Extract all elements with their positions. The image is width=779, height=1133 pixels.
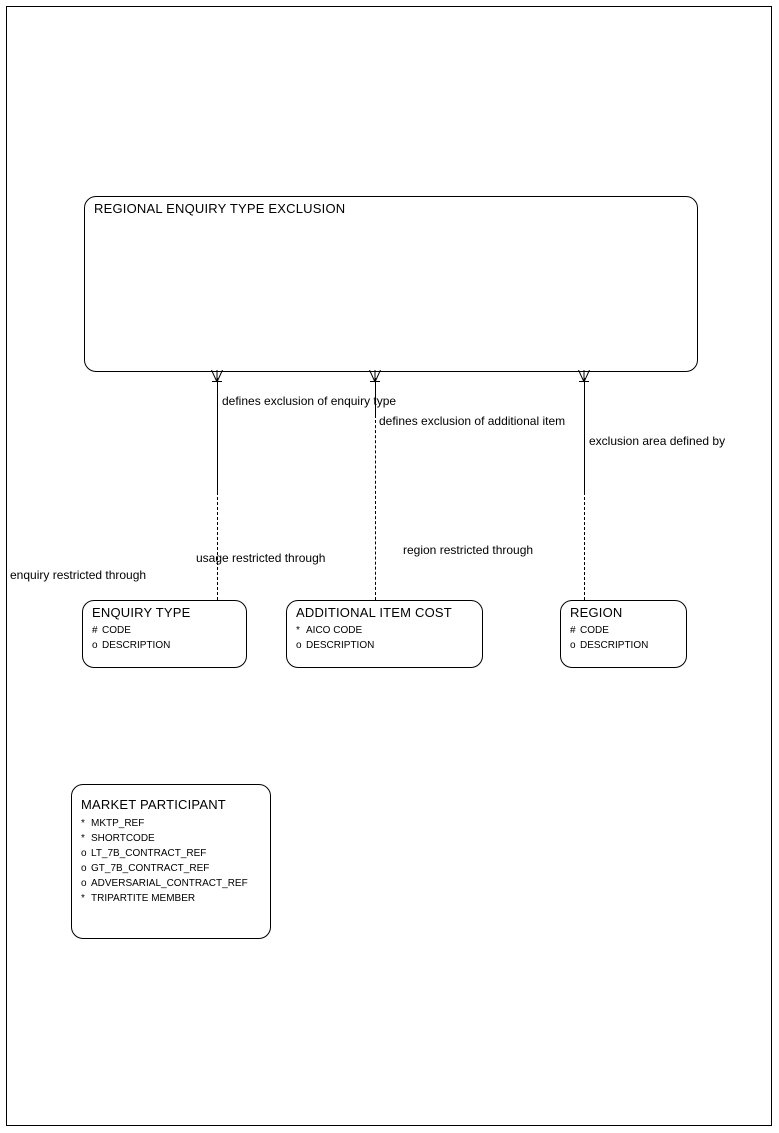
entity-regional-enquiry-type-exclusion[interactable]: REGIONAL ENQUIRY TYPE EXCLUSION [84, 196, 698, 372]
attribute-label: ADVERSARIAL_CONTRACT_REF [91, 878, 248, 889]
attribute-label: GT_7B_CONTRACT_REF [91, 863, 210, 874]
relationship-line-additional-item-dashed [375, 415, 376, 600]
relationship-line-additional-item-solid [375, 378, 376, 415]
attribute-row: o ADVERSARIAL_CONTRACT_REF [81, 876, 248, 891]
attribute-list: # CODE o DESCRIPTION [570, 623, 648, 653]
entity-enquiry-type[interactable]: ENQUIRY TYPE # CODE o DESCRIPTION [82, 600, 247, 668]
entity-title: ADDITIONAL ITEM COST [296, 605, 452, 620]
relationship-line-region-dashed [584, 492, 585, 600]
attribute-row: # CODE [570, 623, 648, 638]
relationship-label-defines-exclusion-of-additional-item: defines exclusion of additional item [379, 414, 566, 428]
attribute-list: * AICO CODE o DESCRIPTION [296, 623, 374, 653]
entity-title: ENQUIRY TYPE [92, 605, 191, 620]
attribute-row: o DESCRIPTION [570, 638, 648, 653]
attribute-row: * MKTP_REF [81, 816, 248, 831]
entity-title: REGION [570, 605, 623, 620]
entity-title: REGIONAL ENQUIRY TYPE EXCLUSION [94, 201, 346, 216]
attribute-symbol: o [92, 640, 98, 651]
relationship-label-region-restricted-through: region restricted through [403, 543, 534, 557]
attribute-row: o DESCRIPTION [92, 638, 170, 653]
entity-region[interactable]: REGION # CODE o DESCRIPTION [560, 600, 687, 668]
attribute-symbol: o [570, 640, 576, 651]
attribute-label: LT_7B_CONTRACT_REF [91, 848, 207, 859]
relationship-line-region-solid [584, 378, 585, 492]
relationship-label-defines-exclusion-of-enquiry-type: defines exclusion of enquiry type [222, 394, 397, 408]
attribute-symbol: * [81, 893, 85, 904]
attribute-label: CODE [580, 625, 609, 636]
page-border [6, 6, 772, 1126]
attribute-label: TRIPARTITE MEMBER [91, 893, 196, 904]
attribute-row: * TRIPARTITE MEMBER [81, 891, 248, 906]
attribute-label: DESCRIPTION [306, 640, 375, 651]
attribute-symbol: * [296, 625, 300, 636]
attribute-symbol: * [81, 818, 85, 829]
attribute-symbol: o [81, 878, 87, 889]
attribute-row: # CODE [92, 623, 170, 638]
attribute-symbol: # [570, 625, 576, 636]
attribute-label: MKTP_REF [91, 818, 145, 829]
attribute-label: CODE [102, 625, 131, 636]
entity-additional-item-cost[interactable]: ADDITIONAL ITEM COST * AICO CODE o DESCRIP… [286, 600, 483, 668]
relationship-label-usage-restricted-through: usage restricted through [196, 551, 326, 565]
attribute-symbol: o [81, 863, 87, 874]
attribute-symbol: o [296, 640, 302, 651]
relationship-label-exclusion-area-defined-by: exclusion area defined by [589, 434, 726, 448]
attribute-list: # CODE o DESCRIPTION [92, 623, 170, 653]
attribute-list: * MKTP_REF * SHORTCODE o LT_7B_CONTRACT_REF… [81, 816, 248, 906]
attribute-row: * AICO CODE [296, 623, 374, 638]
relationship-line-enquiry-type-solid [217, 378, 218, 492]
attribute-row: o DESCRIPTION [296, 638, 374, 653]
attribute-row: o LT_7B_CONTRACT_REF [81, 846, 248, 861]
attribute-label: SHORTCODE [91, 833, 155, 844]
relationship-line-enquiry-type-dashed [217, 492, 218, 600]
attribute-row: o GT_7B_CONTRACT_REF [81, 861, 248, 876]
attribute-symbol: # [92, 625, 98, 636]
attribute-label: DESCRIPTION [580, 640, 649, 651]
entity-market-participant[interactable]: MARKET PARTICIPANT * MKTP_REF * SHORTCODE … [71, 784, 271, 939]
relationship-label-enquiry-restricted-through: enquiry restricted through [10, 568, 147, 582]
attribute-label: DESCRIPTION [102, 640, 171, 651]
entity-title: MARKET PARTICIPANT [81, 797, 226, 812]
attribute-symbol: * [81, 833, 85, 844]
attribute-symbol: o [81, 848, 87, 859]
attribute-row: * SHORTCODE [81, 831, 248, 846]
attribute-label: AICO CODE [306, 625, 363, 636]
